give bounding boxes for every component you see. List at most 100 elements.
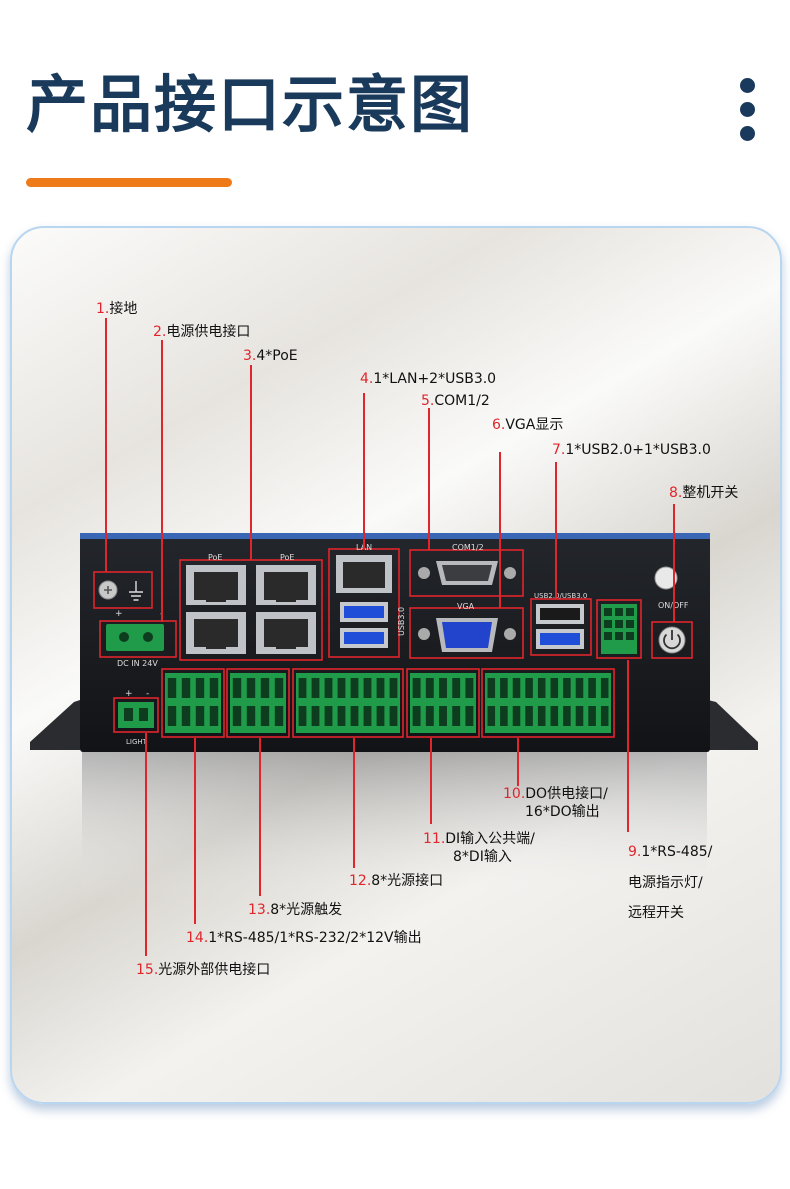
- poe-port[interactable]: [256, 612, 316, 654]
- callout-8: 8.整机开关: [669, 485, 739, 501]
- terminal-pin: [525, 706, 533, 726]
- light-minus-label: -: [146, 689, 149, 699]
- terminal-pin: [465, 706, 474, 726]
- terminal-pin: [588, 678, 596, 698]
- terminal-pin: [563, 706, 571, 726]
- callout-14: 14.1*RS-485/1*RS-232/2*12V输出: [186, 930, 422, 946]
- page-title: 产品接口示意图: [26, 68, 475, 141]
- terminal-pin: [260, 678, 270, 698]
- terminal-pin: [298, 678, 307, 698]
- terminal-pin: [512, 706, 521, 726]
- terminal-pin: [512, 678, 521, 698]
- right-mounting-bracket: [708, 700, 758, 750]
- light-power-terminal[interactable]: [118, 702, 154, 728]
- terminal-pin: [575, 678, 584, 698]
- poe-port[interactable]: [186, 565, 246, 605]
- terminal-pin: [350, 706, 359, 726]
- power-button[interactable]: [658, 626, 686, 654]
- terminal-pin: [337, 678, 346, 698]
- terminal-pin: [260, 706, 270, 726]
- terminal-pin: [575, 706, 584, 726]
- terminal-pin: [500, 678, 508, 698]
- terminal-pin: [550, 706, 559, 726]
- terminal-pin: [232, 678, 242, 698]
- usb3-port[interactable]: [340, 628, 388, 648]
- terminal-pin: [181, 706, 191, 726]
- terminal-pin: [412, 706, 421, 726]
- power-icon: [663, 630, 681, 650]
- light-plus-label: +: [125, 689, 133, 699]
- terminal-pin: [232, 706, 242, 726]
- callout-9: 9.1*RS-485/ 电源指示灯/ 远程开关: [628, 844, 713, 921]
- lan-port[interactable]: [336, 555, 392, 593]
- callout-7: 7.1*USB2.0+1*USB3.0: [552, 442, 711, 458]
- terminal-pin: [311, 678, 320, 698]
- terminal-pin: [389, 678, 398, 698]
- terminal-pin: [298, 706, 307, 726]
- callout-11: 11.DI输入公共端/8*DI输入: [423, 831, 535, 865]
- more-options-icon[interactable]: [740, 78, 756, 150]
- callout-3: 3.4*PoE: [243, 348, 298, 364]
- terminal-pin: [195, 706, 205, 726]
- callout-6: 6.VGA显示: [492, 417, 564, 433]
- callout-15: 15.光源外部供电接口: [136, 962, 271, 978]
- terminal-pin: [376, 706, 385, 726]
- terminal-pin: [209, 678, 219, 698]
- callout-13: 13.8*光源触发: [248, 902, 343, 918]
- poe-port[interactable]: [186, 612, 246, 654]
- terminal-pin: [600, 706, 609, 726]
- terminal-pin: [324, 678, 333, 698]
- terminal-pin: [439, 678, 447, 698]
- terminal-pin: [537, 678, 546, 698]
- poe-left-label: PoE: [208, 553, 223, 562]
- left-mounting-bracket: [30, 700, 80, 750]
- terminal-pin: [350, 678, 359, 698]
- light-label: LIGHT: [126, 738, 148, 746]
- com-label: COM1/2: [452, 543, 484, 552]
- callout-1: 1.接地: [96, 301, 138, 317]
- terminal-pin: [439, 706, 447, 726]
- vga-label: VGA: [457, 602, 475, 611]
- terminal-pin: [487, 678, 496, 698]
- terminal-pin: [181, 678, 191, 698]
- callout-10: 10.DO供电接口/16*DO输出: [503, 786, 608, 820]
- vga-port[interactable]: [418, 618, 516, 652]
- terminal-pin: [525, 678, 533, 698]
- terminal-pin: [465, 678, 474, 698]
- terminal-pin: [337, 706, 346, 726]
- callout-5: 5.COM1/2: [421, 393, 490, 409]
- terminal-pin: [209, 706, 219, 726]
- callout-2: 2.电源供电接口: [153, 324, 251, 340]
- terminal-pin: [425, 678, 434, 698]
- terminal-pin: [563, 678, 571, 698]
- terminal-pin: [452, 706, 461, 726]
- terminal-pin: [487, 706, 496, 726]
- terminal-pin: [600, 678, 609, 698]
- usb3-port[interactable]: [536, 629, 584, 649]
- terminal-pin: [376, 678, 385, 698]
- poe-port[interactable]: [256, 565, 316, 605]
- terminal-pin: [412, 678, 421, 698]
- usb3-port[interactable]: [340, 602, 388, 622]
- terminal-pin: [167, 706, 177, 726]
- terminal-pin: [246, 678, 256, 698]
- poe-right-label: PoE: [280, 553, 295, 562]
- terminal-pin: [537, 706, 546, 726]
- terminal-pin: [274, 678, 284, 698]
- callout-12: 12.8*光源接口: [349, 873, 444, 889]
- terminal-pin: [452, 678, 461, 698]
- terminal-pin: [389, 706, 398, 726]
- device-top-edge: [80, 533, 710, 539]
- usb-top-label: USB2.0/USB3.0: [534, 592, 587, 600]
- device-reflection: [82, 752, 707, 902]
- terminal-pin: [324, 706, 333, 726]
- usb2-port[interactable]: [536, 604, 584, 624]
- power-indicator-led: [654, 566, 678, 590]
- terminal-pin: [425, 706, 434, 726]
- dc-power-terminal[interactable]: [106, 624, 164, 651]
- dc-plus-label: +: [115, 609, 123, 619]
- com-serial-port[interactable]: [418, 561, 516, 585]
- terminal-pin: [195, 678, 205, 698]
- title-underline: [26, 178, 232, 187]
